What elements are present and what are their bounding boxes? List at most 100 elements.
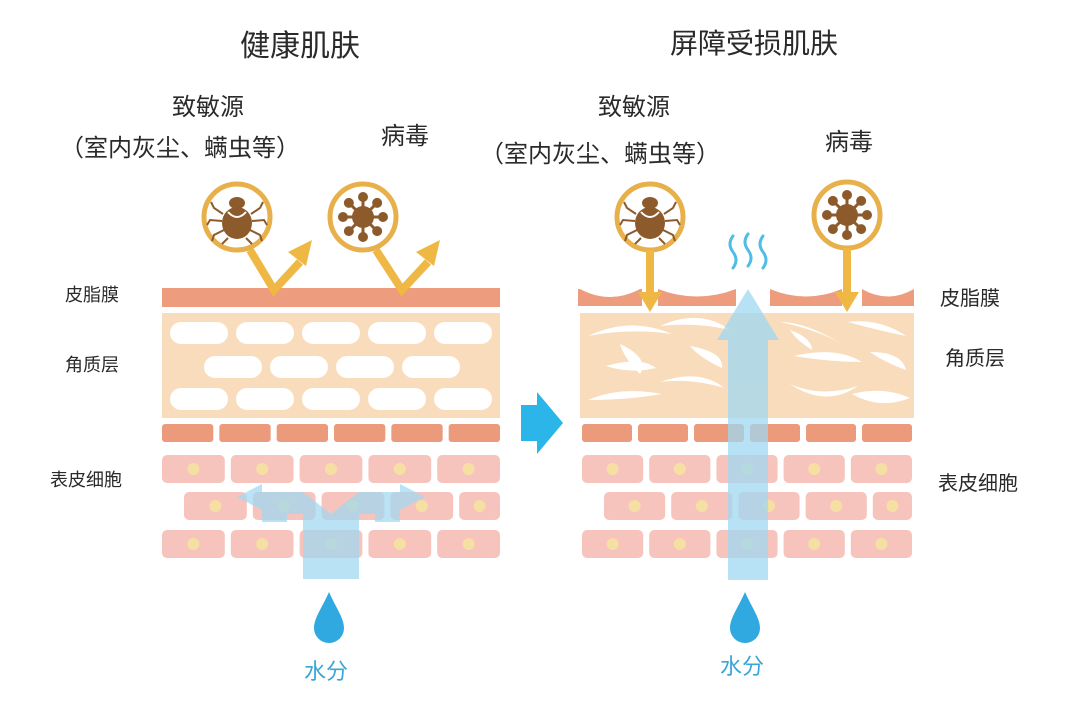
keratin-cell <box>236 388 294 410</box>
healthy-skin-panel <box>162 288 500 579</box>
virus-spike-tip <box>856 224 867 235</box>
keratin-cell <box>368 322 426 344</box>
cell-nucleus <box>875 463 888 475</box>
cell-nucleus <box>808 538 821 550</box>
healthy-water-label: 水分 <box>304 660 349 685</box>
cell-nucleus <box>256 538 269 550</box>
deflect-arrow-allergen <box>246 247 303 297</box>
penetrate-arrowhead-allergen <box>638 292 662 312</box>
keratin-cell <box>368 388 426 410</box>
virus-spike-tip <box>842 190 852 200</box>
cell-nucleus <box>886 500 899 512</box>
healthy-title: 健康肌肤 <box>240 29 360 64</box>
virus-spike-tip <box>338 212 348 222</box>
penetrate-arrow-allergen <box>646 250 654 294</box>
cell-nucleus <box>695 500 708 512</box>
cell-nucleus <box>830 500 843 512</box>
cell-nucleus <box>808 463 821 475</box>
epidermis-top-cell <box>276 424 328 442</box>
keratin-cell <box>302 388 360 410</box>
arrow-right-icon <box>521 392 563 454</box>
cell-nucleus <box>606 538 619 550</box>
virus-spike-tip <box>358 232 368 242</box>
damaged-skin-panel <box>578 232 914 580</box>
epidermis-top-cell <box>219 424 271 442</box>
epidermis-top-cell <box>391 424 443 442</box>
cell-nucleus <box>187 463 200 475</box>
virus-spike-tip <box>822 210 832 220</box>
keratin-cell <box>402 356 460 378</box>
keratin-cell <box>170 322 228 344</box>
epidermis-top-cell <box>334 424 386 442</box>
virus-spike-tip <box>827 224 838 235</box>
cell-nucleus <box>628 500 641 512</box>
virus-spike-tip <box>827 195 838 206</box>
healthy-epidermis-label: 表皮细胞 <box>50 470 122 491</box>
healthy-allergen-detail: （室内灰尘、螨虫等） <box>60 134 300 162</box>
cell-nucleus <box>256 463 269 475</box>
virus-spike-tip <box>378 212 388 222</box>
epidermis-top-cell <box>806 424 856 442</box>
damaged-title: 屏障受损肌肤 <box>670 27 839 60</box>
epidermis-top-cell <box>582 424 632 442</box>
water-drop-icon-damaged <box>730 592 760 643</box>
cell-nucleus <box>187 538 200 550</box>
damaged-water-label: 水分 <box>720 655 765 680</box>
cell-nucleus <box>209 500 222 512</box>
steam-icon <box>728 232 768 270</box>
healthy-stratum-label: 角质层 <box>65 355 119 376</box>
deflect-arrowhead-virus <box>416 240 440 266</box>
cell-nucleus <box>393 463 406 475</box>
healthy-allergen-label: 致敏源 <box>172 93 244 121</box>
epidermis-top-cell <box>638 424 688 442</box>
keratin-cell <box>434 322 492 344</box>
cell-nucleus <box>606 463 619 475</box>
cell-nucleus <box>875 538 888 550</box>
healthy-sebum-label: 皮脂膜 <box>65 285 119 306</box>
water-drop-icon <box>314 592 344 643</box>
virus-spike-tip <box>372 226 383 237</box>
keratin-cell <box>302 322 360 344</box>
cell-nucleus <box>415 500 428 512</box>
damaged-allergen-label: 致敏源 <box>598 93 670 121</box>
keratin-cell <box>236 322 294 344</box>
deflect-arrow-virus <box>372 247 431 297</box>
virus-icon <box>327 181 399 253</box>
keratin-cell <box>434 388 492 410</box>
damaged-stratum-label: 角质层 <box>945 346 1005 370</box>
mite-icon <box>201 181 273 253</box>
penetrate-arrow-virus <box>843 248 851 294</box>
virus-icon-damaged <box>811 179 883 251</box>
virus-spike-tip <box>856 195 867 206</box>
cell-nucleus <box>325 463 337 475</box>
water-retention-arrow <box>237 484 425 579</box>
deflect-arrowhead-allergen <box>288 240 312 266</box>
cell-nucleus <box>393 538 406 550</box>
virus-spike-tip <box>372 197 383 208</box>
damaged-virus-label: 病毒 <box>825 128 873 156</box>
cell-nucleus <box>673 463 686 475</box>
virus-spike-tip <box>343 226 354 237</box>
penetrate-arrowhead-virus <box>835 292 859 312</box>
stratum-corneum <box>162 313 500 418</box>
virus-spike-tip <box>842 230 852 240</box>
epidermis-top-cell <box>162 424 214 442</box>
keratin-cell <box>336 356 394 378</box>
virus-spike-tip <box>358 192 368 202</box>
cell-nucleus <box>673 538 686 550</box>
sebum-layer <box>162 288 500 307</box>
cell-nucleus <box>462 538 475 550</box>
sebum-layer-damaged <box>578 289 914 306</box>
mite-icon-damaged <box>614 181 686 253</box>
epidermis-top-cell <box>862 424 912 442</box>
damaged-allergen-detail: （室内灰尘、螨虫等） <box>480 140 720 168</box>
epidermis-top-cell <box>448 424 500 442</box>
water-loss-arrow <box>717 289 779 580</box>
cell-nucleus <box>473 500 486 512</box>
keratin-cell <box>270 356 328 378</box>
damaged-sebum-label: 皮脂膜 <box>940 286 1000 310</box>
damaged-epidermis-label: 表皮细胞 <box>938 471 1018 495</box>
keratin-cell <box>170 388 228 410</box>
healthy-virus-label: 病毒 <box>381 122 429 150</box>
